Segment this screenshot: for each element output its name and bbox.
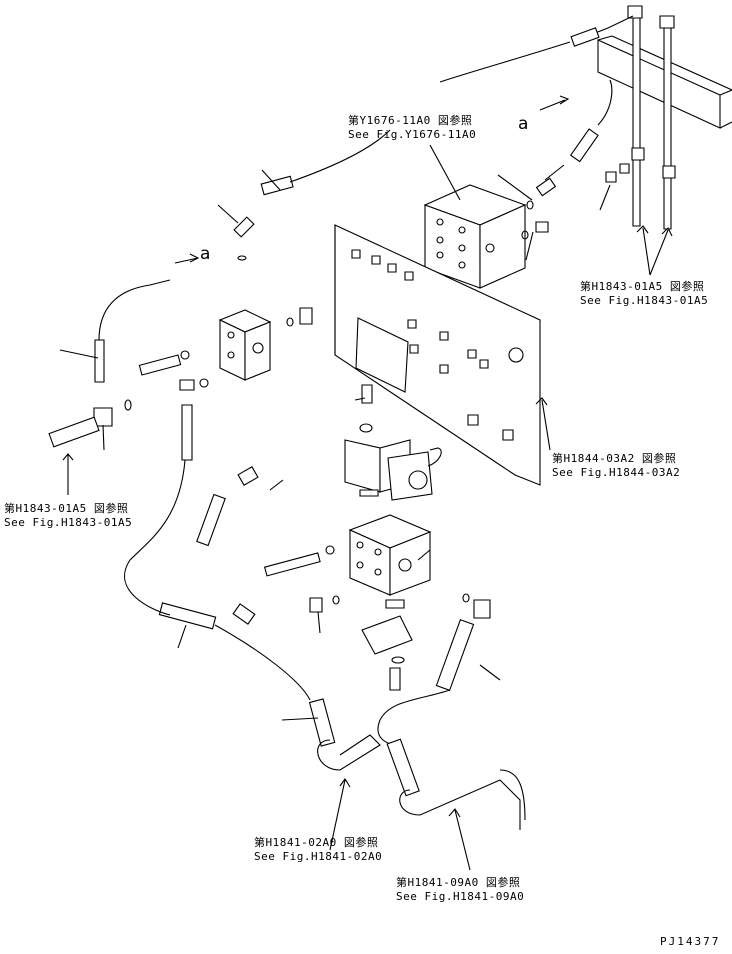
reference-en: See Fig.H1841-09A0 — [396, 890, 525, 903]
marker-a-left: a — [200, 244, 211, 264]
drawing-code: PJ14377 — [660, 935, 721, 948]
left-valve-block — [49, 130, 390, 460]
leader-lines — [60, 96, 672, 870]
mounting-plate — [335, 225, 540, 485]
reference-jp: 第H1843-01A5 図参照 — [580, 280, 705, 293]
reference-jp: 第H1841-02A0 図参照 — [254, 836, 379, 849]
reference-en: See Fig.H1843-01A5 — [4, 516, 133, 529]
reference-h1841-02a0: 第H1841-02A0 図参照 See Fig.H1841-02A0 — [254, 836, 382, 864]
reference-en: See Fig.H1844-03A2 — [552, 466, 681, 479]
reference-y1676-11a0: 第Y1676-11A0 図参照 See Fig.Y1676-11A0 — [348, 114, 476, 142]
reference-en: See Fig.Y1676-11A0 — [348, 128, 477, 141]
reference-jp: 第H1841-09A0 図参照 — [396, 876, 521, 889]
lower-hoses — [125, 460, 525, 830]
reference-jp: 第H1844-03A2 図参照 — [552, 452, 677, 465]
upper-valve-block — [425, 80, 629, 288]
reference-h1844-03a2: 第H1844-03A2 図参照 See Fig.H1844-03A2 — [552, 452, 680, 480]
marker-a-upper: a — [518, 114, 529, 134]
reference-h1843-01a5-right: 第H1843-01A5 図参照 See Fig.H1843-01A5 — [580, 280, 708, 308]
reference-en: See Fig.H1841-02A0 — [254, 850, 383, 863]
reference-en: See Fig.H1843-01A5 — [580, 294, 709, 307]
reference-jp: 第Y1676-11A0 図参照 — [348, 114, 473, 127]
lower-valve-block — [159, 467, 490, 690]
frame-rails — [440, 6, 732, 229]
reference-jp: 第H1843-01A5 図参照 — [4, 502, 129, 515]
solenoid — [345, 385, 441, 500]
reference-h1841-09a0: 第H1841-09A0 図参照 See Fig.H1841-09A0 — [396, 876, 524, 904]
reference-h1843-01a5-left: 第H1843-01A5 図参照 See Fig.H1843-01A5 — [4, 502, 132, 530]
